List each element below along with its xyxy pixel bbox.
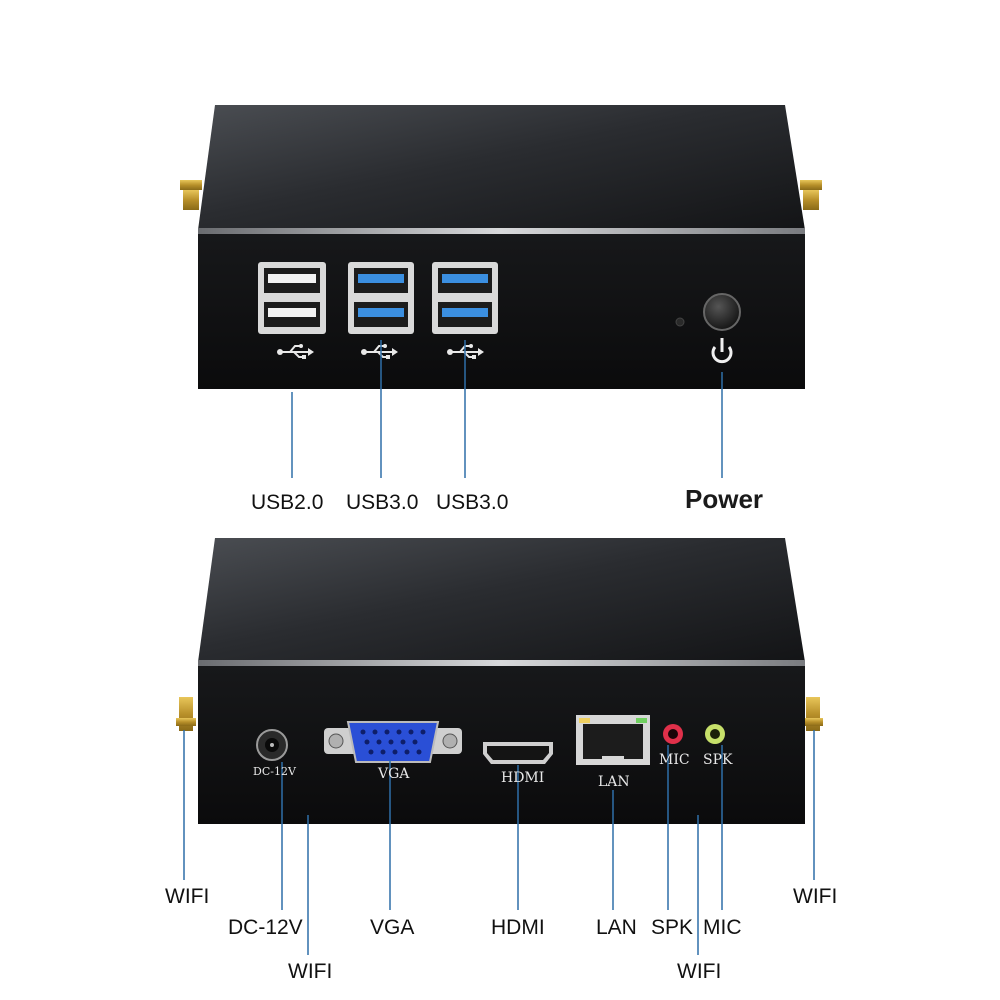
spk-callout-label: SPK [651,916,694,939]
usb2-callout-label: USB2.0 [251,491,324,514]
top-callout-lines [291,340,723,478]
wifi-callout-label-bottom-right: WIFI [677,960,722,983]
wifi-antenna-rear-right [803,697,823,731]
hdmi-callout-label: HDMI [491,916,545,939]
usb3-callout-label-a: USB3.0 [346,491,419,514]
device-chrome-edge [198,228,805,234]
wifi-antenna-rear-left [176,697,196,731]
rear-view-device [176,538,823,824]
wifi-callout-label-left: WIFI [165,885,210,908]
wifi-antenna-top-left [180,180,202,210]
dc-jack [256,729,288,761]
wifi-callout-label-bottom-left: WIFI [288,960,333,983]
vga-callout-label: VGA [370,916,415,939]
spk-jack [705,724,725,744]
lan-callout-label: LAN [596,916,637,939]
vga-port-label: VGA [378,766,410,782]
device-chrome-edge [198,660,805,666]
hdmi-port [483,742,553,764]
usb2-port [258,262,326,334]
wifi-callout-label-right: WIFI [793,885,838,908]
mic-jack [663,724,683,744]
lan-port-label: LAN [598,774,630,790]
device-top-surface [198,105,805,230]
power-led [675,317,685,327]
mic-callout-label: MIC [703,916,742,939]
hdmi-port-label: HDMI [501,770,545,786]
usb3-callout-label-b: USB3.0 [436,491,509,514]
spk-jack-label: SPK [703,752,733,768]
device-top-surface [198,538,805,662]
vga-port [324,721,462,763]
usb3-port-b [432,262,498,334]
power-button [703,293,741,331]
power-icon [711,338,733,364]
usb3-port-a [348,262,414,334]
wifi-antenna-top-right [800,180,822,210]
front-view-device [180,105,822,389]
dc-jack-label: DC-12V [253,765,296,778]
power-callout-label: Power [685,484,764,514]
dc-callout-label: DC-12V [228,916,303,939]
bottom-callout-lines [183,730,815,955]
mic-jack-label: MIC [659,752,690,768]
lan-port [576,715,650,765]
